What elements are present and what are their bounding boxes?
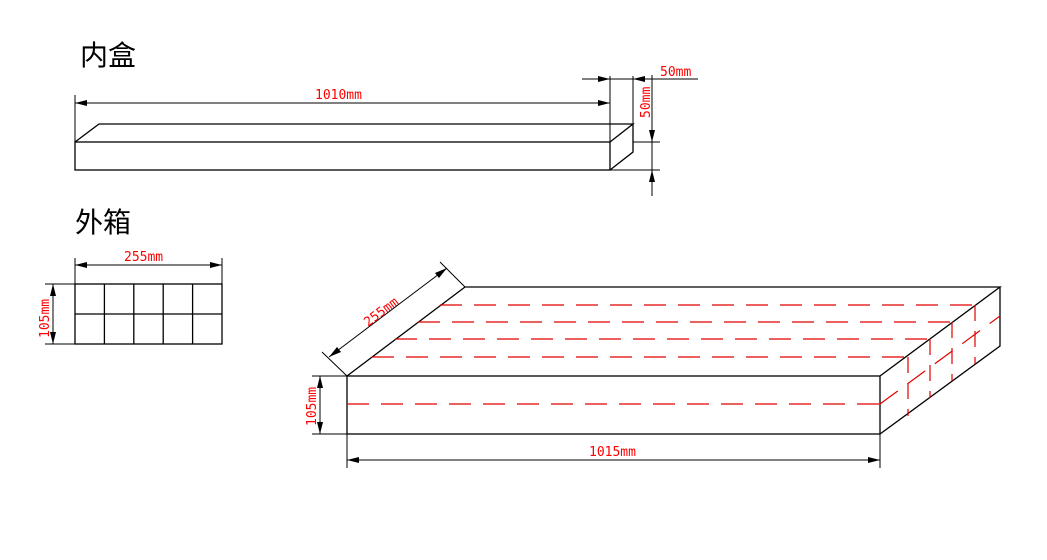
front-width-label: 255mm (124, 250, 163, 265)
iso-depth-dimension (321, 261, 466, 377)
iso-height-label: 105mm (305, 387, 320, 426)
outer-box-front-view (74, 283, 223, 345)
inner-box-front-face (74, 141, 611, 171)
outer-box-title: 外箱 (75, 206, 131, 239)
iso-depth-label: 255mm (361, 295, 401, 331)
inner-height-label: 50mm (639, 87, 654, 118)
inner-box-top-face (74, 123, 635, 143)
iso-height-dimension (312, 375, 347, 435)
iso-right-face (879, 287, 1001, 435)
front-height-label: 105mm (38, 299, 53, 338)
inner-height-dimension (610, 75, 660, 196)
iso-front-face (346, 375, 881, 435)
hidden-inner-boxes (347, 304, 1001, 416)
front-height-dimension (45, 283, 75, 345)
inner-box-right-face (609, 124, 634, 171)
inner-box-title: 内盒 (80, 39, 136, 72)
inner-length-label: 1010mm (315, 88, 362, 103)
inner-width-dimension (582, 76, 698, 124)
iso-length-dimension (346, 434, 881, 468)
iso-length-label: 1015mm (589, 445, 636, 460)
inner-box-drawing (74, 123, 635, 171)
front-width-dimension (74, 258, 223, 284)
iso-top-face (346, 286, 1002, 377)
outer-box-isometric (346, 286, 1002, 435)
inner-length-dimension (74, 76, 611, 142)
inner-width-label: 50mm (660, 65, 691, 80)
